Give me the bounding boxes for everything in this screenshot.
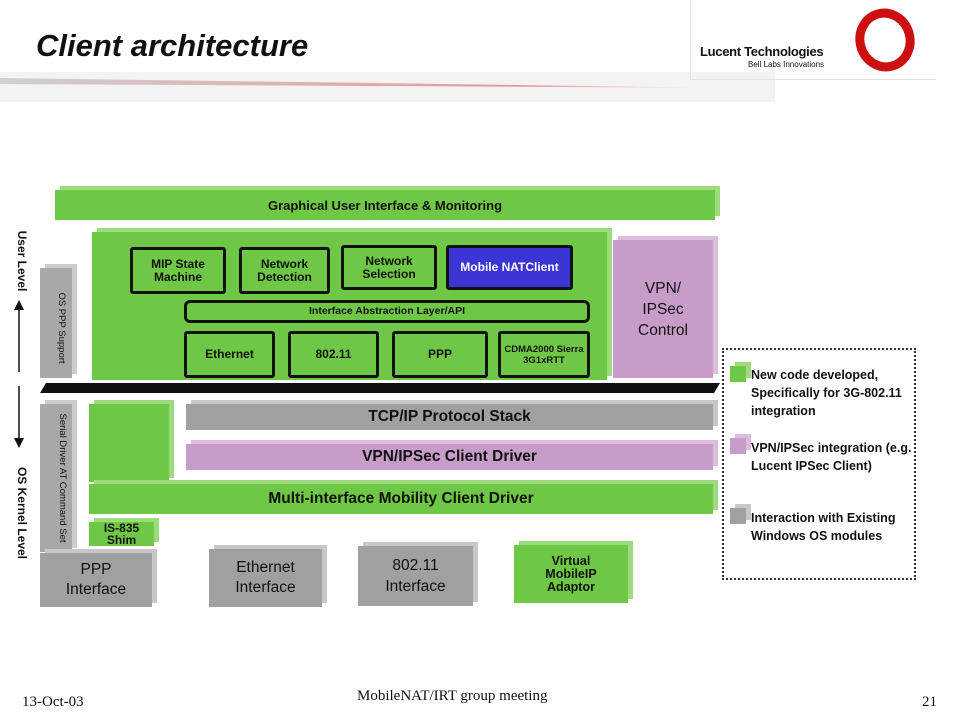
ethernet-interface-box: Ethernet Interface — [209, 549, 322, 607]
os-ppp-support-box — [40, 268, 72, 378]
mobility-client-driver-bar: Multi-interface Mobility Client Driver — [89, 484, 713, 514]
interface-abstraction-layer: Interface Abstraction Layer/API — [184, 300, 590, 323]
vpn-ipsec-control-box: VPN/ IPSec Control — [613, 240, 713, 378]
dot11-interface-box: 802.11 Interface — [358, 546, 473, 606]
serial-driver-box — [40, 404, 72, 552]
footer-page-number: 21 — [922, 694, 937, 710]
ethernet-module-box: Ethernet — [184, 331, 275, 378]
ppp-module-box: PPP — [392, 331, 488, 378]
lucent-logo-text: Lucent Technologies — [700, 44, 824, 59]
os-ppp-support-label: OS PPP Support — [56, 292, 67, 364]
legend-swatch-vpn — [730, 438, 746, 454]
footer-date: 13-Oct-03 — [22, 694, 84, 710]
network-selection-box: Network Selection — [341, 245, 437, 290]
footer-meeting-title: MobileNAT/IRT group meeting — [357, 688, 548, 704]
tcpip-stack-bar: TCP/IP Protocol Stack — [186, 404, 713, 430]
level-arrow-icon — [14, 300, 24, 448]
network-detection-box: Network Detection — [239, 247, 330, 294]
lucent-ring-icon — [855, 8, 915, 72]
page-title: Client architecture — [36, 28, 309, 63]
mobile-natclient-box: Mobile NATClient — [446, 245, 573, 290]
user-kernel-divider — [40, 383, 720, 393]
legend-box — [722, 348, 916, 580]
mip-state-machine-box: MIP State Machine — [130, 247, 226, 294]
is835-shim-box: IS-835 Shim — [89, 522, 154, 546]
dot11-module-box: 802.11 — [288, 331, 379, 378]
legend-text-os-modules: Interaction with Existing Windows OS mod… — [751, 511, 896, 543]
lucent-logo-subtext: Bell Labs Innovations — [748, 60, 825, 69]
vpn-ipsec-driver-bar: VPN/IPSec Client Driver — [186, 444, 713, 470]
cdma-module-box: CDMA2000 Sierra 3G1xRTT — [498, 331, 590, 378]
gui-monitoring-bar: Graphical User Interface & Monitoring — [55, 190, 715, 220]
legend-swatch-new-code — [730, 366, 746, 382]
legend-swatch-os-modules — [730, 508, 746, 524]
legend-text-vpn: VPN/IPSec integration (e.g. Lucent IPSec… — [751, 441, 912, 473]
title-underline-swoosh — [0, 72, 775, 102]
virtual-mobileip-adaptor-box: Virtual MobileIP Adaptor — [514, 545, 628, 603]
legend-text-new-code: New code developed, Specifically for 3G-… — [751, 368, 902, 418]
user-level-label: User Level — [15, 230, 29, 292]
serial-driver-label: Serial Driver AT Command Set — [57, 413, 68, 543]
logo-area — [690, 0, 936, 80]
ppp-interface-box: PPP Interface — [40, 553, 152, 607]
mobility-driver-upper — [89, 404, 169, 482]
os-kernel-level-label: OS Kernel Level — [15, 466, 29, 560]
